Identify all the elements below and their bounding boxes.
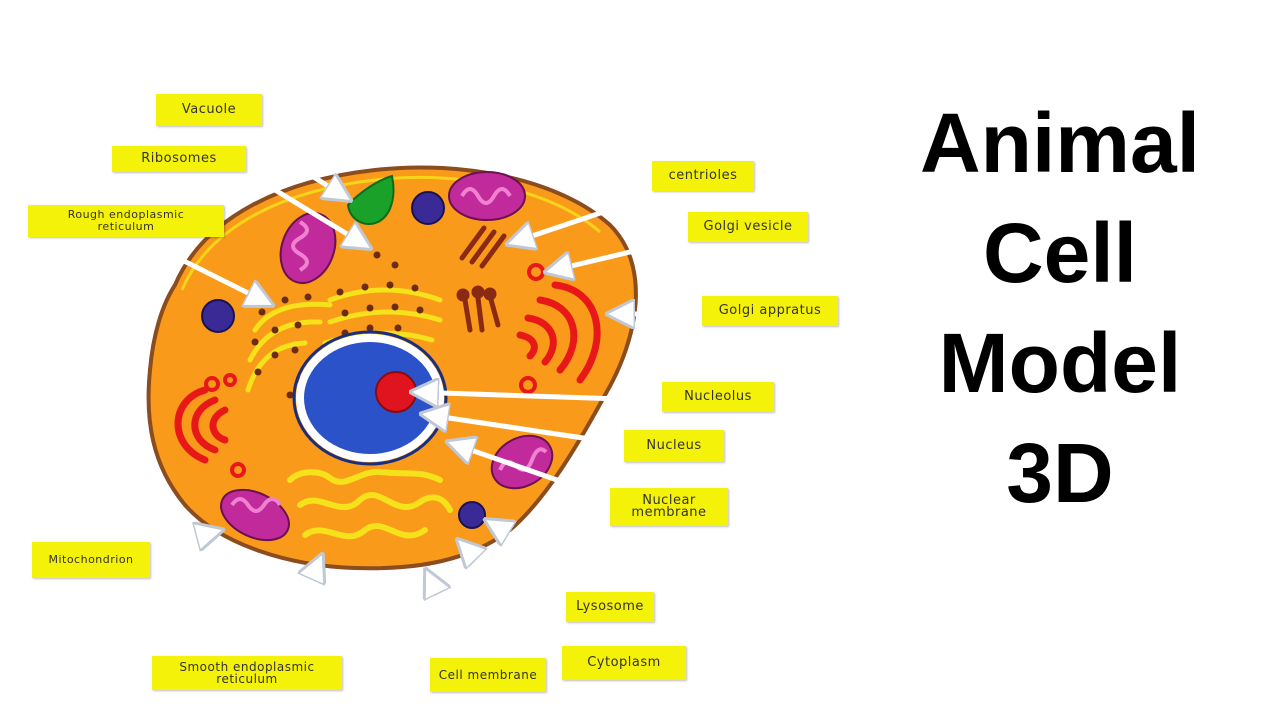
golgi-apparatus [516, 281, 601, 384]
arrow-rough-er [170, 252, 272, 305]
mitochondrion-bottom-left [220, 488, 290, 542]
arrow-ribosomes [260, 179, 370, 248]
arrow-vacuole [288, 159, 350, 200]
title-line-cell: Cell [982, 206, 1138, 300]
lysosome-top [411, 191, 445, 225]
nucleus [292, 330, 448, 466]
arrow-centrioles [508, 195, 646, 244]
label-nuclear-membrane: Nuclear membrane [610, 488, 728, 526]
arrow-nucleolus [412, 392, 653, 400]
label-vacuole: Vacuole [156, 94, 262, 126]
label-nuclear-membrane-line2: membrane [631, 505, 707, 520]
arrow-golgi-vesicle [546, 239, 673, 272]
title-line-animal: Animal [919, 96, 1201, 190]
golgi-apparatus-left [174, 386, 229, 464]
smooth-endoplasmic-reticulum [287, 468, 453, 540]
lysosome-bottom [458, 501, 486, 529]
label-nucleus: Nucleus [624, 430, 724, 462]
label-smooth-er-line2: reticulum [216, 672, 278, 686]
pointer-arrows [161, 159, 690, 647]
arrow-lysosome [486, 520, 584, 581]
label-lysosome: Lysosome [566, 592, 654, 622]
arrow-nucleus [422, 414, 611, 445]
label-nuclear-membrane-line1: Nuclear [642, 493, 696, 508]
label-cytoplasm: Cytoplasm [562, 646, 686, 680]
lysosome-left [201, 299, 235, 333]
cell-membrane-rim [180, 175, 601, 291]
golgi-vesicles-left [204, 373, 246, 478]
label-ribosomes: Ribosomes [112, 146, 246, 172]
cell-illustration [146, 159, 690, 647]
mitochondrion-top [448, 171, 526, 221]
label-mitochondrion: Mitochondrion [32, 542, 150, 578]
label-cell-membrane: Cell membrane [430, 658, 546, 692]
label-nucleolus: Nucleolus [662, 382, 774, 412]
title-line-3d: 3D [1006, 426, 1114, 520]
arrow-mitochondrion [161, 530, 222, 546]
title-line-model: Model [938, 316, 1182, 410]
label-smooth-er: Smooth endoplasmic reticulum [152, 656, 342, 690]
label-centrioles: centrioles [652, 161, 754, 191]
label-golgi-apparatus: Golgi appratus [702, 296, 838, 326]
arrow-cell-membrane [426, 570, 458, 632]
label-golgi-vesicle: Golgi vesicle [688, 212, 808, 242]
arrow-cytoplasm [458, 540, 550, 634]
nucleolus [375, 371, 417, 413]
centrioles [456, 225, 507, 333]
arrow-smooth-er [279, 555, 322, 647]
label-rough-er-line2: reticulum [97, 220, 155, 233]
label-rough-er: Rough endoplasmic reticulum [28, 205, 224, 237]
arrow-nuclear-membrane [448, 442, 601, 498]
mitochondrion-left [279, 212, 337, 284]
label-smooth-er-line1: Smooth endoplasmic [179, 660, 315, 674]
label-rough-er-line1: Rough endoplasmic [67, 208, 185, 221]
